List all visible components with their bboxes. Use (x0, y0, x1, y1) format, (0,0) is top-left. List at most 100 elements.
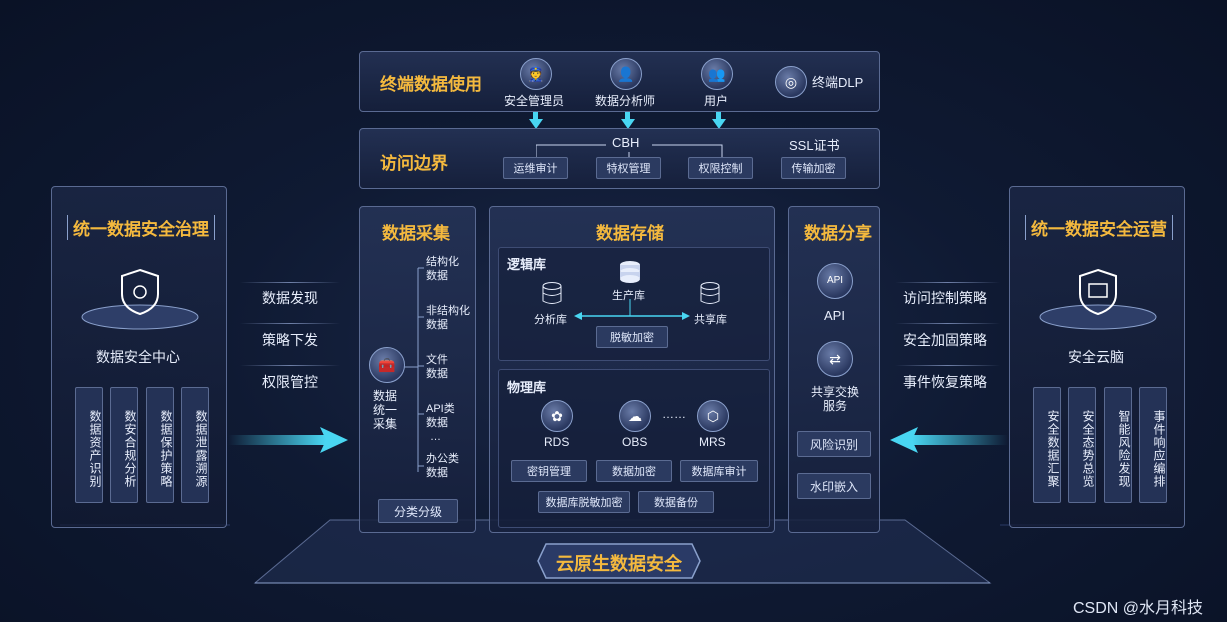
down-arrow-1 (533, 112, 538, 120)
right-item-line-3 (895, 365, 1000, 366)
right-item-line-2 (895, 323, 1000, 324)
shared-db-label: 共享库 (694, 314, 727, 326)
terminal-usage-title: 终端数据使用 (380, 75, 482, 94)
collect-type-1: 结构化数据 (426, 256, 459, 282)
ops-col-3: 智能风险发现 (1104, 387, 1132, 503)
db-desensitize-chip: 数据库脱敏加密 (538, 491, 630, 513)
analysis-db-icon (542, 282, 562, 304)
classify-chip: 分类分级 (378, 499, 458, 523)
collect-panel: 数据采集 🧰 数据统一采集 结构化数据 非结构化数据 文件数据 API类数据 …… (359, 206, 476, 533)
dlp-icon: ◎ (775, 66, 807, 98)
access-boundary-title: 访问边界 (380, 154, 448, 173)
left-item-line-3 (240, 365, 340, 366)
gov-col-4: 数据泄露溯源 (181, 387, 209, 503)
toolbox-icon: 🧰 (369, 347, 405, 383)
mrs-icon: ⬡ (697, 400, 729, 432)
obs-label: OBS (622, 435, 648, 449)
db-audit-chip: 数据库审计 (680, 460, 758, 482)
chip-privilege: 特权管理 (596, 157, 661, 179)
left-item-3: 权限管控 (262, 374, 318, 390)
rds-label: RDS (544, 435, 570, 449)
role-analyst: 数据分析师 (595, 94, 656, 108)
rds-icon: ✿ (541, 400, 573, 432)
collect-type-5: 办公类数据 (426, 453, 459, 479)
ops-col-2: 安全态势总览 (1068, 387, 1096, 503)
ops-col-1: 安全数据汇聚 (1033, 387, 1061, 503)
monitor-shield-icon (1039, 268, 1157, 330)
shared-db-icon (700, 282, 720, 304)
down-arrow-head-2 (621, 119, 635, 129)
left-flow-arrow-head (320, 427, 348, 453)
down-arrow-head-3 (712, 119, 726, 129)
down-arrow-2 (625, 112, 630, 120)
share-panel: 数据分享 API API ⇄ 共享交换服务 风险识别 水印嵌入 (788, 206, 880, 533)
chip-ops-audit: 运维审计 (503, 157, 568, 179)
gov-col-2: 数安合规分析 (110, 387, 138, 503)
collect-tree (404, 267, 424, 472)
logic-db-title: 逻辑库 (507, 257, 547, 272)
cbh-label: CBH (612, 135, 640, 150)
physical-db-title: 物理库 (507, 380, 547, 395)
left-item-2: 策略下发 (262, 332, 318, 348)
operations-panel: 统一数据安全运营 安全云脑 安全数据汇聚 安全态势总览 智能风险发现 事件响应编… (1009, 186, 1185, 528)
collect-type-4: API类数据 (426, 403, 455, 429)
share-title: 数据分享 (804, 224, 872, 243)
governance-panel: 统一数据安全治理 数据安全中心 数据资产识别 数安合规分析 数据保护策略 数据泄… (51, 186, 227, 528)
ssl-label: SSL证书 (789, 138, 840, 153)
collect-type-ellipsis: … (430, 431, 441, 443)
analyst-icon: 👤 (610, 58, 642, 90)
cbh-bracket (536, 144, 723, 157)
admin-icon: 👮 (520, 58, 552, 90)
risk-chip: 风险识别 (797, 431, 871, 457)
api-icon: API (817, 263, 853, 299)
exchange-label: 共享交换服务 (810, 385, 859, 413)
right-item-1: 访问控制策略 (903, 290, 987, 306)
right-item-2: 安全加固策略 (903, 332, 987, 348)
left-item-1: 数据发现 (262, 290, 318, 306)
analysis-db-label: 分析库 (534, 314, 567, 326)
storage-panel: 数据存储 逻辑库 生产库 分析库 共享库 脱敏加密 物理库 ✿ RDS ☁ OB… (489, 206, 775, 533)
gov-col-1: 数据资产识别 (75, 387, 103, 503)
physical-dots: …… (662, 407, 686, 421)
down-arrow-head-1 (529, 119, 543, 129)
obs-icon: ☁ (619, 400, 651, 432)
role-admin: 安全管理员 (504, 94, 565, 108)
down-arrow-3 (716, 112, 721, 120)
key-mgmt-chip: 密钥管理 (511, 460, 587, 482)
right-flow-arrow (912, 435, 1008, 445)
desensitize-chip: 脱敏加密 (596, 326, 668, 348)
right-flow-arrow-head (890, 427, 918, 453)
collect-title: 数据采集 (382, 224, 450, 243)
chip-transport-encrypt: 传输加密 (781, 157, 846, 179)
gov-col-3: 数据保护策略 (146, 387, 174, 503)
users-icon: 👥 (701, 58, 733, 90)
csdn-watermark: CSDN @水月科技 (1073, 600, 1204, 617)
operations-title: 统一数据安全运营 (1025, 215, 1173, 240)
exchange-icon: ⇄ (817, 341, 853, 377)
right-item-line-1 (895, 282, 1000, 283)
api-label: API (824, 308, 845, 323)
collect-type-3: 文件数据 (426, 354, 448, 380)
banner-frame (537, 543, 701, 579)
storage-title: 数据存储 (596, 224, 664, 243)
prod-db-label: 生产库 (612, 290, 645, 302)
left-flow-arrow (228, 435, 326, 445)
governance-title: 统一数据安全治理 (67, 215, 215, 240)
collect-type-2: 非结构化数据 (426, 305, 470, 331)
mrs-label: MRS (699, 435, 726, 449)
data-encrypt-chip: 数据加密 (596, 460, 672, 482)
role-user: 用户 (704, 94, 729, 108)
shield-icon (81, 268, 199, 330)
access-boundary-panel: 访问边界 CBH SSL证书 运维审计 特权管理 权限控制 传输加密 (359, 128, 880, 189)
dlp-label: 终端DLP (812, 75, 864, 90)
collect-center-label: 数据统一采集 (372, 389, 397, 431)
left-item-line-1 (240, 282, 340, 283)
watermark-chip: 水印嵌入 (797, 473, 871, 499)
prod-db-icon (620, 261, 640, 283)
backup-chip: 数据备份 (638, 491, 714, 513)
terminal-usage-panel: 终端数据使用 👮 安全管理员 👤 数据分析师 👥 用户 ◎ 终端DLP (359, 51, 880, 112)
logic-arrows (574, 299, 690, 320)
chip-permission: 权限控制 (688, 157, 753, 179)
governance-center: 数据安全中心 (96, 349, 180, 365)
banner-title: 云原生数据安全 (556, 554, 682, 574)
